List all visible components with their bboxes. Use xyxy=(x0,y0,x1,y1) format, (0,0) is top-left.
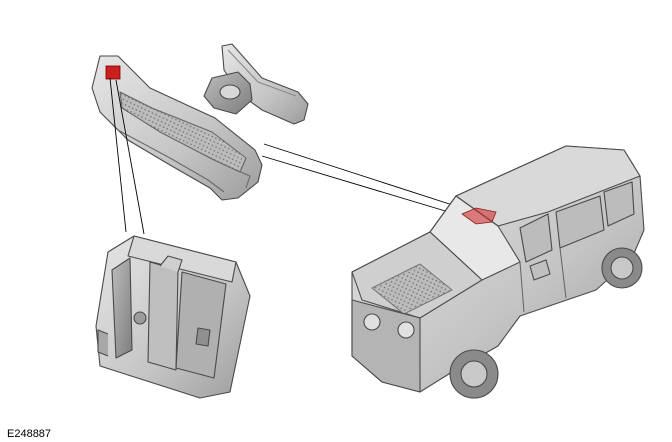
leader-lines xyxy=(109,77,469,235)
rear-view-mirror-cover-icon xyxy=(91,55,263,201)
reference-id: E248887 xyxy=(7,428,52,440)
camera-module-icon xyxy=(95,235,251,399)
vehicle-icon xyxy=(351,145,645,399)
highlight-vehicle-camera-icon xyxy=(461,207,497,225)
highlight-camera-location-icon xyxy=(105,65,121,80)
rear-view-mirror-icon xyxy=(203,43,309,125)
